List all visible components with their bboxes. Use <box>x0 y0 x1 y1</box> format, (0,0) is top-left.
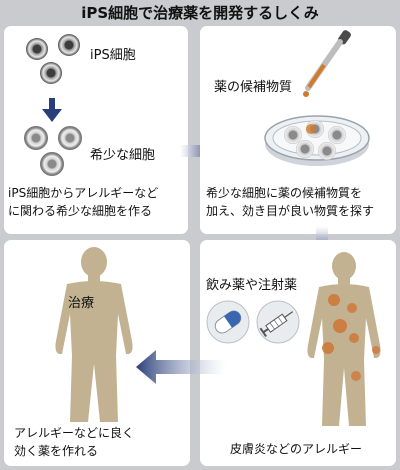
panel-ips-cells: iPS細胞 希少な細胞 iPS細胞からアレルギーなど に関わる希少な細胞を作る <box>4 26 188 234</box>
pipette-icon <box>303 30 351 97</box>
inflammation-spot <box>333 319 347 333</box>
label-rare-cells: 希少な細胞 <box>90 148 156 163</box>
arrow-down-icon <box>42 98 62 122</box>
caption-line: 加え、効き目が良い物質を探す <box>206 204 375 218</box>
caption-line: iPS細胞からアレルギーなど <box>8 186 159 200</box>
human-silhouette <box>307 252 381 426</box>
capsule-icon <box>206 300 250 344</box>
caption-line: 希少な細胞に薬の候補物質を <box>206 186 363 200</box>
caption-line: 効く薬を作れる <box>14 444 99 458</box>
rare-cell <box>328 126 346 144</box>
panel-screening: 薬の候補物質 希少な細胞に薬の候補物質を 加え、効き目が良い物質を探す <box>200 26 396 234</box>
caption-line: に関わる希少な細胞を作る <box>8 204 153 218</box>
label-candidate-substance: 薬の候補物質 <box>214 80 293 95</box>
label-ips-cells: iPS細胞 <box>90 48 136 63</box>
petri-dish-icon <box>264 115 370 166</box>
rare-cell <box>318 142 336 160</box>
label-drug-types: 飲み薬や注射薬 <box>206 278 298 293</box>
rare-cell <box>296 140 314 158</box>
rare-cell <box>40 152 64 176</box>
inflammation-spot <box>351 371 361 381</box>
panel-treatment-result: 治療 アレルギーなどに良く 効く薬を作れる <box>4 240 190 466</box>
ips-cell <box>26 38 48 60</box>
inflammation-spot <box>349 333 359 343</box>
rare-cell <box>58 126 82 150</box>
caption-allergy: 皮膚炎などのアレルギー <box>230 442 363 456</box>
ips-cell <box>40 62 62 84</box>
syringe-icon <box>256 300 300 344</box>
rare-cell <box>24 126 48 150</box>
inflammation-spot <box>322 342 334 354</box>
inflammation-spot <box>328 294 340 306</box>
caption-line: アレルギーなどに良く <box>14 426 135 440</box>
human-silhouette <box>55 247 133 422</box>
label-treatment: 治療 <box>68 296 95 311</box>
panel-allergy: 飲み薬や注射薬 <box>200 240 396 466</box>
arrow-left-icon <box>136 350 226 384</box>
inflammation-spot <box>372 346 380 354</box>
rare-cell <box>284 126 302 144</box>
drug-drop <box>306 124 316 134</box>
ips-cell <box>58 34 80 56</box>
page-title: iPS細胞で治療薬を開発するしくみ <box>81 4 319 22</box>
inflammation-spot <box>347 303 357 313</box>
